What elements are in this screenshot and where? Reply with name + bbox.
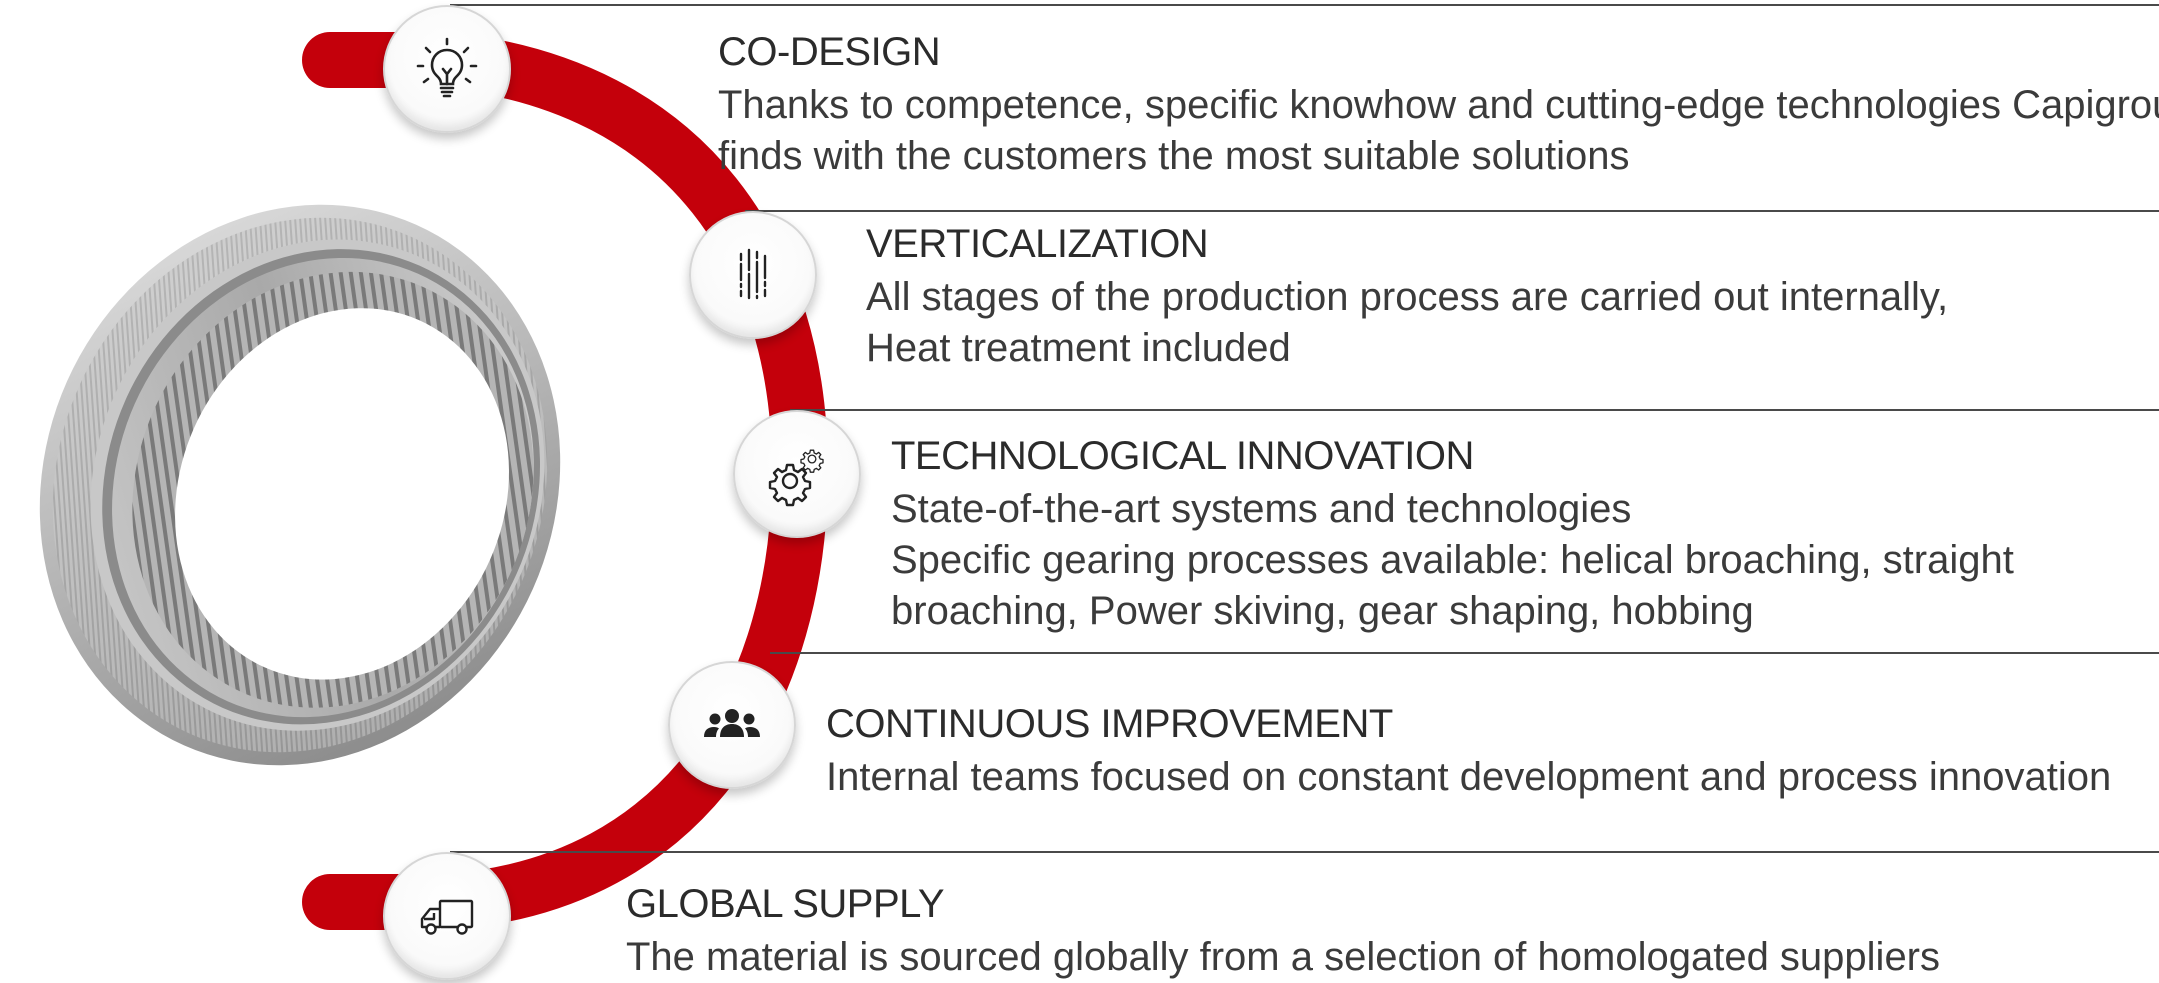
co-design-line-1: Thanks to competence, specific knowhow a… (718, 83, 2159, 127)
co-design-title: CO-DESIGN (718, 30, 941, 74)
global-supply-badge (383, 852, 511, 980)
continuous-improvement-title: CONTINUOUS IMPROVEMENT (826, 702, 1393, 746)
technological-innovation-badge (733, 410, 861, 538)
global-supply-title: GLOBAL SUPPLY (626, 882, 945, 926)
verticalization-block: VERTICALIZATION All stages of the produc… (866, 220, 1948, 374)
continuous-improvement-line-1: Internal teams focused on constant devel… (826, 755, 2112, 799)
technological-innovation-line-1: State-of-the-art systems and technologie… (891, 487, 1632, 531)
technological-innovation-line-3: broaching, Power skiving, gear shaping, … (891, 589, 1754, 633)
verticalization-line-2: Heat treatment included (866, 326, 1291, 370)
global-supply-block: GLOBAL SUPPLY The material is sourced gl… (626, 880, 1940, 983)
divider-1 (450, 4, 2159, 6)
verticalization-badge (689, 211, 817, 339)
divider-2 (745, 210, 2159, 212)
gears-icon (768, 449, 824, 507)
continuous-improvement-block: CONTINUOUS IMPROVEMENT Internal teams fo… (826, 700, 2111, 803)
ring-gear-image (39, 204, 561, 766)
team-icon (704, 709, 760, 737)
technological-innovation-line-2: Specific gearing processes available: he… (891, 538, 2014, 582)
divider-5 (450, 851, 2159, 853)
lightbulb-icon (416, 37, 478, 98)
continuous-improvement-badge (668, 661, 796, 789)
technological-innovation-title: TECHNOLOGICAL INNOVATION (891, 434, 1474, 478)
global-supply-line-1: The material is sourced globally from a … (626, 935, 1941, 979)
co-design-line-2: finds with the customers the most suitab… (718, 134, 1630, 178)
co-design-block: CO-DESIGN Thanks to competence, specific… (718, 28, 2159, 182)
truck-icon (420, 899, 474, 935)
divider-3 (790, 409, 2159, 411)
verticalization-title: VERTICALIZATION (866, 222, 1209, 266)
technological-innovation-block: TECHNOLOGICAL INNOVATION State-of-the-ar… (891, 432, 2014, 637)
vertical-lines-icon (739, 248, 767, 300)
divider-4 (770, 652, 2159, 654)
co-design-badge (383, 5, 511, 133)
verticalization-line-1: All stages of the production process are… (866, 275, 1949, 319)
